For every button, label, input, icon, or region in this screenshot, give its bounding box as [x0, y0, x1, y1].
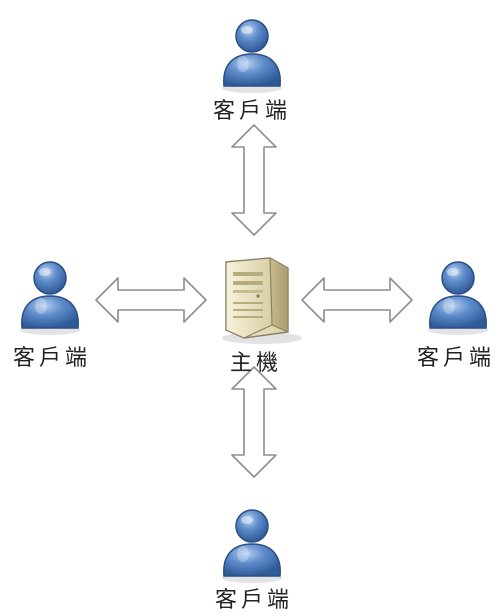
server-tower-icon [222, 257, 302, 344]
double-arrow-icon-top [231, 124, 277, 236]
client-label-top: 客戶端 [212, 99, 291, 124]
user-icon-bottom [221, 509, 283, 584]
user-icon-right [427, 261, 489, 336]
double-arrow-icon-right [301, 277, 413, 323]
double-arrow-icon-bottom [231, 366, 277, 478]
double-arrow-icon-left [95, 277, 207, 323]
client-label-bottom: 客戶端 [214, 588, 293, 613]
user-icon-left [19, 261, 81, 336]
client-label-right: 客戶端 [416, 346, 495, 371]
server-label: 主機 [229, 351, 282, 376]
client-label-left: 客戶端 [12, 346, 91, 371]
user-icon-top [221, 19, 283, 94]
